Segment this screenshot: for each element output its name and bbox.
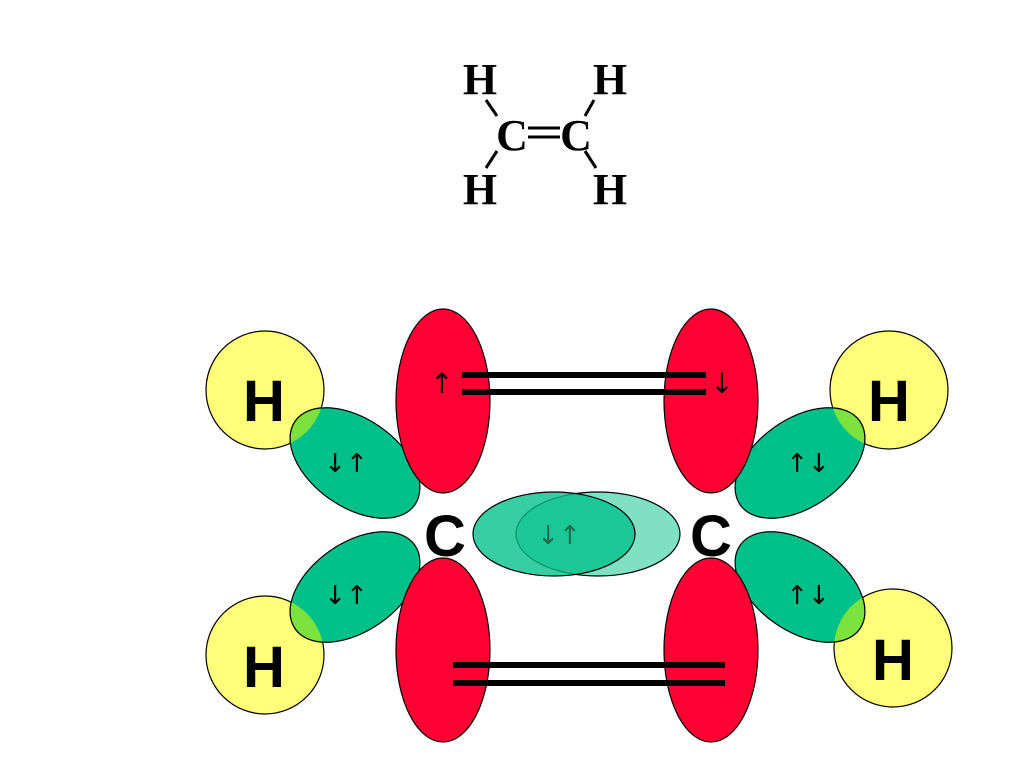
hydrogen-label-bottom-left: H [243,635,285,700]
lewis-c-left: C [496,111,528,160]
carbon-label-left: C [424,504,466,569]
overlap-bottom-right [834,589,866,643]
spin-pi-left: ↑ [430,367,453,400]
spin-sigma-ch-bottom-left: ↓↑ [324,581,368,611]
lewis-structure: H H C C H H [463,55,627,214]
sp2-orbital-cc-left [472,491,636,577]
spin-sigma-ch-top-right: ↑↓ [786,449,830,479]
lewis-bond-h-c-top-right [583,99,596,117]
orbital-diagram: ↑ ↓ ↓↑ ↓↑ ↑↓ ↑↓ ↓↑ C C H H H H [205,308,953,743]
lewis-h-bottom-right: H [593,165,627,214]
hydrogen-orbital-top-right [829,330,949,450]
lewis-h-bottom-left: H [463,165,497,214]
p-orbital-left-bottom-lobe [395,557,491,743]
hydrogen-orbital-top-left [205,330,325,450]
hydrogen-label-top-right: H [868,369,910,434]
spin-sigma-cc: ↓↑ [537,521,581,551]
lewis-double-bond [528,126,560,139]
p-orbital-right-bottom-lobe [663,557,759,743]
pi-bond-top [462,372,706,395]
hydrogen-label-bottom-right: H [872,628,914,693]
lewis-h-top-right: H [593,55,627,104]
spin-sigma-ch-bottom-right: ↑↓ [786,581,830,611]
p-orbital-left-top-lobe [395,308,491,494]
carbon-label-right: C [690,504,732,569]
p-orbital-right-top-lobe [663,308,759,494]
lewis-h-top-left: H [463,55,497,104]
pi-bond-bottom [453,662,725,686]
lewis-bond-h-c-bottom-left [484,150,499,169]
hydrogen-label-top-left: H [243,369,285,434]
lewis-bond-h-c-top-left [484,99,499,117]
spin-sigma-ch-top-left: ↓↑ [324,449,368,479]
lewis-bond-h-c-bottom-right [583,150,598,169]
spin-pi-right: ↓ [710,367,733,400]
